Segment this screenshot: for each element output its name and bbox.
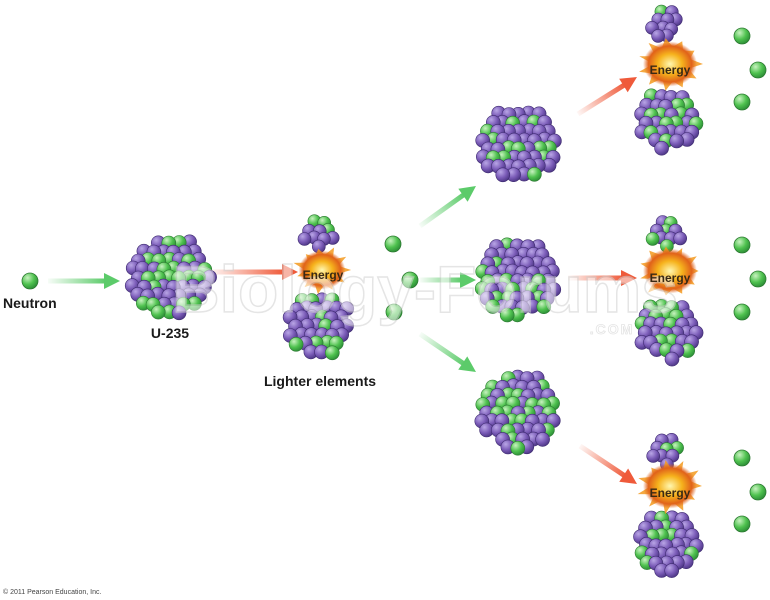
energy-burst-glow [298, 250, 346, 290]
light-fragment-large [633, 510, 704, 578]
energy-burst [640, 246, 699, 296]
neutron-particle [288, 336, 304, 352]
free-neutron [749, 270, 767, 288]
light-fragment-small [646, 432, 684, 472]
free-neutron [733, 449, 751, 467]
free-neutron [21, 272, 39, 290]
arrow-split-to-upper [418, 185, 476, 229]
light-fragment-large [634, 298, 704, 367]
free-neutron [749, 61, 767, 79]
free-neutron [401, 271, 419, 289]
u235-nucleus [474, 369, 561, 456]
arrow-head [458, 356, 476, 373]
arrow-shaft [48, 278, 106, 284]
arrow-shaft [576, 82, 627, 117]
arrow-head [619, 77, 638, 93]
arrow-shaft [578, 443, 627, 479]
arrow-head [282, 264, 298, 280]
nuclei-layer [124, 4, 704, 578]
free-neutrons-layer [21, 27, 767, 533]
proton-particle [664, 563, 680, 578]
light-fragment-large [634, 88, 704, 156]
arrows-layer [48, 77, 638, 484]
arrow-head [104, 273, 120, 289]
neutron-particle [527, 167, 542, 182]
neutron-label: Neutron [3, 295, 57, 311]
arrow-lower-to-split [578, 443, 638, 484]
energy-label: Energy [650, 63, 691, 77]
arrow-split-to-lower [418, 331, 476, 373]
arrow-head [458, 185, 476, 202]
free-neutron [385, 303, 403, 321]
watermark: Biology-Forums .COM [171, 251, 679, 337]
arrow-upper-to-split [576, 77, 638, 117]
neutron-particle [645, 232, 660, 246]
energy-bursts-layer [293, 38, 703, 515]
free-neutron [733, 303, 751, 321]
proton-particle [646, 449, 661, 463]
energy-label: Energy [303, 268, 344, 282]
arrow-head [460, 272, 476, 288]
arrow-neutron-to-u235 [48, 273, 120, 289]
light-fragment-small [645, 4, 683, 43]
free-neutron [733, 515, 751, 533]
neutron-particle [324, 345, 340, 361]
arrow-shaft [418, 331, 466, 367]
proton-particle [495, 167, 511, 183]
arrow-middle-to-split [568, 270, 637, 286]
arrow-shaft [210, 269, 284, 275]
energy-burst [639, 38, 703, 91]
free-neutron [749, 483, 767, 501]
proton-particle [535, 432, 550, 447]
arrow-u235-to-split [210, 264, 298, 280]
proton-particle [297, 232, 312, 246]
energy-burst-glow [643, 463, 697, 509]
proton-particle [664, 351, 680, 367]
proton-particle [654, 140, 669, 156]
neutron-particle [485, 299, 501, 314]
free-neutron [733, 93, 751, 111]
lighter-elements-label: Lighter elements [264, 373, 376, 389]
u235-nucleus [474, 237, 562, 323]
u235-nucleus [124, 234, 217, 321]
arrow-head [619, 468, 638, 484]
light-fragment-small [297, 214, 340, 254]
light-fragment-large [282, 292, 355, 361]
arrow-shaft [420, 277, 462, 283]
watermark-text: Biology-Forums [172, 252, 678, 326]
energy-burst [637, 460, 702, 515]
proton-particle [171, 305, 187, 321]
u235-label: U-235 [151, 325, 189, 341]
energy-burst-glow [643, 41, 697, 87]
arrow-shaft [568, 275, 623, 281]
neutron-particle [510, 440, 526, 456]
arrow-split-to-middle [420, 272, 476, 288]
neutron-particle [151, 304, 166, 320]
neutron-particle [536, 299, 552, 315]
arrow-shaft [418, 192, 467, 229]
energy-burst [293, 247, 352, 294]
free-neutron [733, 27, 751, 45]
free-neutron [733, 236, 751, 254]
watermark-sub: .COM [590, 321, 635, 337]
light-fragment-small [645, 215, 688, 253]
free-neutron [384, 235, 402, 253]
arrow-head [621, 270, 637, 286]
proton-particle [651, 29, 665, 43]
u235-nucleus [475, 105, 562, 183]
energy-label: Energy [650, 486, 691, 500]
copyright-text: © 2011 Pearson Education, Inc. [3, 588, 101, 596]
neutron-particle [499, 307, 515, 323]
proton-particle [669, 133, 685, 149]
energy-burst-glow [643, 248, 697, 294]
energy-label: Energy [650, 271, 691, 285]
proton-particle [673, 231, 688, 246]
